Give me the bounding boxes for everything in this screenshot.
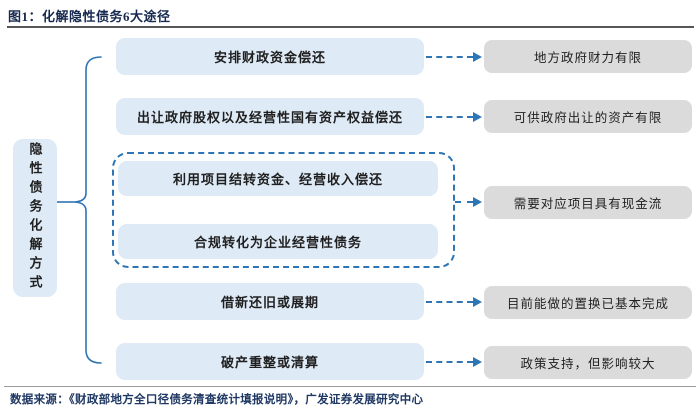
note-label-4: 目前能做的置换已基本完成 [506,297,669,311]
method-label-4: 合规转化为企业经营性债务 [193,235,362,250]
method-box-2: 出让政府股权以及经营性国有资产权益偿还 [116,98,424,135]
footer-divider [4,386,696,387]
dashed-group-border [112,152,455,268]
note-label-1: 地方政府财力有限 [533,51,642,65]
method-box-5: 借新还旧或展期 [116,283,424,320]
arrow-right-icon-1 [426,52,482,62]
note-box-5: 政策支持，但影响较大 [484,346,692,379]
arrow-right-icon-2 [426,112,482,122]
arrow-right-icon-3 [455,197,482,207]
note-box-2: 可供政府出让的资产有限 [484,100,692,133]
method-label-2: 出让政府股权以及经营性国有资产权益偿还 [136,110,403,125]
note-box-3: 需要对应项目具有现金流 [484,186,692,219]
category-label: 隐性债务化解方式 [27,142,43,294]
note-label-2: 可供政府出让的资产有限 [513,111,663,125]
title-divider [7,26,694,28]
data-source: 数据来源：《财政部地方全口径债务清查统计填报说明》，广发证券发展研究中心 [10,394,424,406]
method-box-4: 合规转化为企业经营性债务 [118,224,438,259]
arrow-right-icon-4 [426,297,482,307]
method-box-6: 破产重整或清算 [116,343,424,380]
note-box-1: 地方政府财力有限 [484,40,692,73]
method-box-3: 利用项目结转资金、经营收入偿还 [118,161,438,196]
method-label-3: 利用项目结转资金、经营收入偿还 [172,172,383,187]
figure-title: 图1：化解隐性债务6大途径 [8,9,171,24]
method-label-5: 借新还旧或展期 [220,295,319,310]
method-label-6: 破产重整或清算 [220,355,319,370]
category-box: 隐性债务化解方式 [13,139,57,297]
note-box-4: 目前能做的置换已基本完成 [484,286,692,319]
arrow-right-icon-5 [426,357,482,367]
method-label-1: 安排财政资金偿还 [213,50,326,65]
method-box-1: 安排财政资金偿还 [116,38,424,75]
note-label-3: 需要对应项目具有现金流 [513,197,663,211]
note-label-5: 政策支持，但影响较大 [520,357,656,371]
brace-icon [57,56,102,364]
